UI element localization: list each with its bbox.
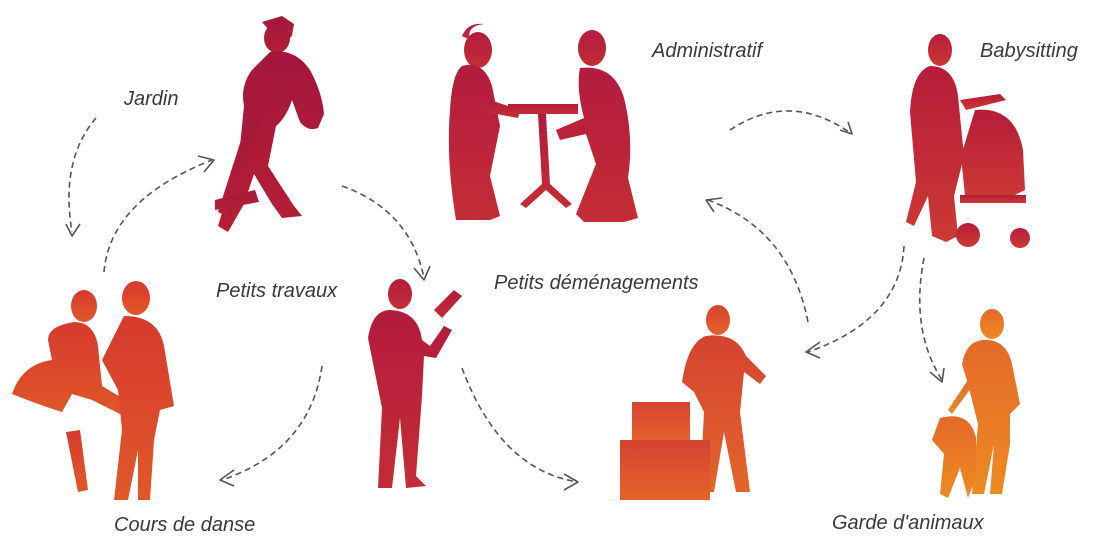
label-babysitting: Babysitting <box>980 40 1078 62</box>
label-cours-de-danse: Cours de danse <box>114 514 256 536</box>
label-administratif: Administratif <box>652 40 763 62</box>
gardener-silhouette <box>215 16 324 233</box>
babysitting-silhouette <box>906 34 1030 248</box>
administrative-meeting-silhouette <box>448 23 638 222</box>
label-petits-travaux: Petits travaux <box>216 280 338 302</box>
arrow-travaux-to-demenagements <box>461 367 579 491</box>
arrow-babysitting-to-demenagements <box>805 245 905 359</box>
label-petits-demenagements: Petits déménagements <box>494 272 699 294</box>
arrow-jardin-to-danse <box>65 117 97 237</box>
arrow-demenagements-to-admin <box>705 197 809 323</box>
arrow-danse-to-jardin <box>103 155 215 273</box>
arrow-jardin-to-travaux <box>341 185 431 281</box>
arrow-travaux-to-danse <box>219 365 323 487</box>
label-garde-animaux: Garde d'animaux <box>832 512 984 534</box>
painter-silhouette <box>368 279 462 488</box>
arrow-babysitting-to-animaux <box>918 257 945 383</box>
pet-sitting-silhouette <box>932 309 1020 498</box>
dancing-couple-silhouette <box>12 281 174 500</box>
label-jardin: Jardin <box>124 88 179 110</box>
mover-silhouette <box>620 305 766 500</box>
arrow-admin-to-babysitting <box>729 110 853 135</box>
